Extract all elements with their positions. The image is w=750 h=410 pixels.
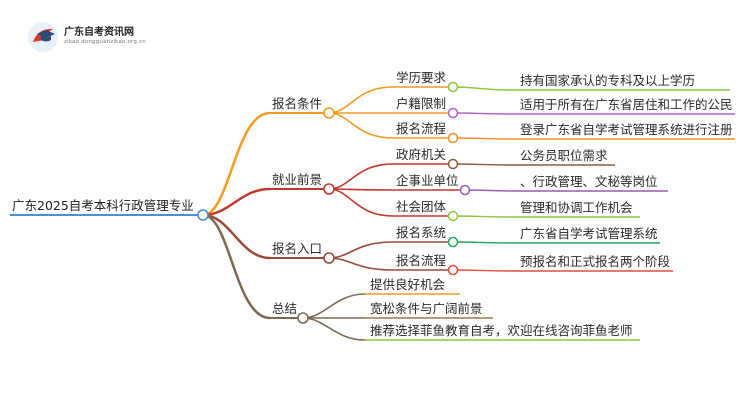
node-household-restriction: 户籍限制: [396, 96, 447, 111]
node-registration-process: 报名流程: [396, 121, 447, 136]
node-recommendation: 推荐选择菲鱼教育自考，欢迎在线咨询菲鱼老师: [370, 323, 633, 338]
detail-registration-process: 登录广东省自学考试管理系统进行注册: [520, 122, 733, 137]
brand-subtitle: zikao.dongguanzikao.org.cn: [64, 39, 146, 45]
node-education-requirement: 学历要求: [396, 70, 447, 85]
detail-household-restriction: 适用于所有在广东省居住和工作的公民: [520, 97, 733, 112]
detail-social-organizations: 管理和协调工作机会: [520, 200, 633, 215]
branch-summary: 总结: [272, 301, 298, 316]
detail-registration-system: 广东省自学考试管理系统: [520, 226, 658, 241]
detail-enterprises: 、行政管理、文秘等岗位: [520, 174, 658, 189]
node-registration-process-2: 报名流程: [396, 253, 447, 268]
connector-branch-3: [202, 213, 271, 260]
connector-branch-1: [202, 111, 271, 217]
branch-registration-conditions: 报名条件: [272, 96, 323, 111]
root-node-circle: [197, 209, 209, 221]
node-good-opportunity: 提供良好机会: [370, 277, 446, 292]
node-government-agencies: 政府机关: [396, 147, 447, 162]
node-social-organizations: 社会团体: [396, 199, 447, 214]
detail-education-requirement: 持有国家承认的专科及以上学历: [520, 73, 696, 88]
branch-registration-entry: 报名入口: [272, 241, 323, 256]
connector-branch-2: [202, 187, 271, 217]
brand-logo: [26, 20, 156, 52]
node-conditions-prospects: 宽松条件与广阔前景: [370, 301, 483, 316]
detail-registration-process-2: 预报名和正式报名两个阶段: [520, 254, 671, 269]
node-registration-system: 报名系统: [396, 225, 447, 240]
brand-title: 广东自考资讯网: [64, 27, 134, 38]
graduation-cap-icon: [28, 22, 58, 52]
root-topic: 广东2025自考本科行政管理专业: [12, 198, 194, 213]
connector-branch-4: [202, 213, 271, 320]
detail-government-agencies: 公务员职位需求: [520, 148, 608, 163]
node-enterprises: 企事业单位: [396, 173, 459, 188]
branch-employment-prospects: 就业前景: [272, 172, 323, 187]
